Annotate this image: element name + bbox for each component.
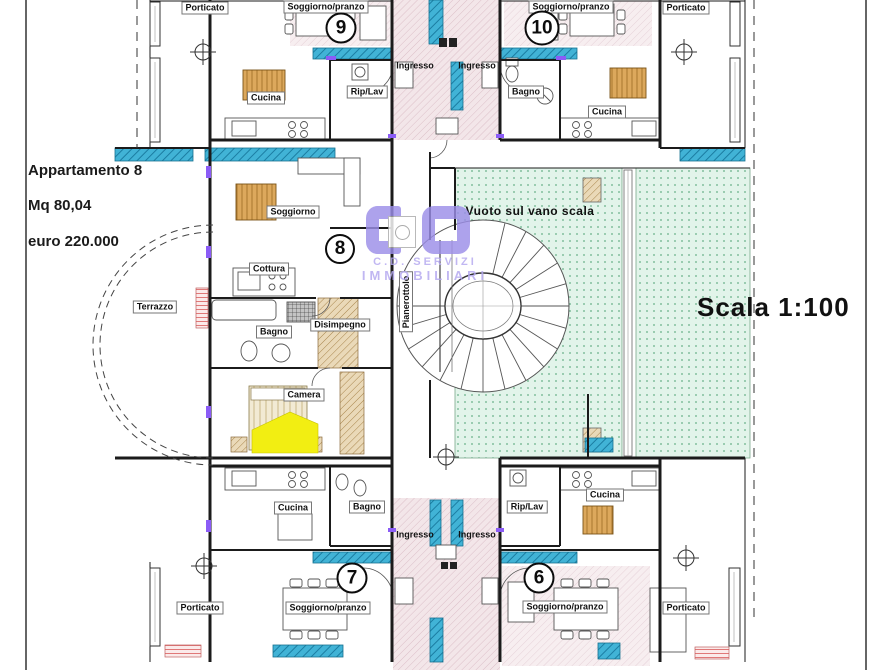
label-ingresso-tr: Ingresso xyxy=(458,60,496,71)
label-bagno-mid: Bagno xyxy=(256,325,292,339)
label-ingresso-br: Ingresso xyxy=(458,529,496,540)
label-bagno-bottom: Bagno xyxy=(349,500,385,514)
label-terrazzo: Terrazzo xyxy=(132,300,178,314)
frame-lines xyxy=(25,0,867,670)
label-soggiorno: Soggiorno xyxy=(266,205,320,219)
label-porticato-bl: Porticato xyxy=(176,601,224,615)
radiators xyxy=(164,287,730,660)
label-porticato-br: Porticato xyxy=(662,601,710,615)
logo-letter-d xyxy=(422,206,470,254)
label-soggiorno-pranzo-bl: Soggiorno/pranzo xyxy=(285,601,371,615)
window-ticks xyxy=(206,56,566,532)
listing-title: Appartamento 8 xyxy=(28,162,143,179)
porch-columns xyxy=(149,1,741,647)
label-cucina-br: Cucina xyxy=(585,488,625,502)
logo-appliance-icon xyxy=(388,216,416,248)
listing-area: Mq 80,04 xyxy=(28,197,92,214)
watermark-line1: C.D. SERVIZI xyxy=(373,256,477,268)
label-porticato-tl: Porticato xyxy=(181,1,229,15)
unit-number-9: 9 xyxy=(325,12,357,44)
label-soggiorno-pranzo-br: Soggiorno/pranzo xyxy=(522,600,608,614)
label-soggiorno-pranzo-tr: Soggiorno/pranzo xyxy=(528,0,614,14)
void-area xyxy=(454,167,751,459)
label-ingresso-tl: Ingresso xyxy=(396,60,434,71)
balcony-strips xyxy=(114,0,746,663)
survey-marks xyxy=(190,39,699,579)
label-cucina-bl: Cucina xyxy=(273,501,313,515)
terrace-arcs xyxy=(92,224,214,466)
label-rip-lav-top: Rip/Lav xyxy=(346,85,388,99)
label-soggiorno-pranzo-tl: Soggiorno/pranzo xyxy=(283,0,369,14)
agency-watermark: C.D. SERVIZI IMMOBILIARI xyxy=(330,198,520,284)
unit-number-8: 8 xyxy=(325,234,355,264)
label-bagno-top: Bagno xyxy=(508,85,544,99)
watermark-line2: IMMOBILIARI xyxy=(361,268,489,283)
unit-number-6: 6 xyxy=(523,562,555,594)
label-disimpegno: Disimpegno xyxy=(310,318,370,332)
unit-number-10: 10 xyxy=(524,10,560,46)
label-cottura: Cottura xyxy=(249,262,289,276)
label-cucina-tr: Cucina xyxy=(587,105,627,119)
label-cucina-tl: Cucina xyxy=(246,91,286,105)
highlighted-zone xyxy=(251,411,319,454)
logo-letter-c xyxy=(366,206,401,254)
service-boxes xyxy=(439,38,457,569)
label-porticato-tr: Porticato xyxy=(662,1,710,15)
staircase xyxy=(396,219,570,393)
label-rip-lav-bottom: Rip/Lav xyxy=(506,500,548,514)
label-camera: Camera xyxy=(283,388,325,402)
label-ingresso-bl: Ingresso xyxy=(396,529,434,540)
scale-label: Scala 1:100 xyxy=(697,292,850,322)
unit-number-7: 7 xyxy=(336,562,368,594)
label-vuoto-vano-scala: Vuoto sul vano scala xyxy=(465,204,595,218)
listing-price: euro 220.000 xyxy=(28,233,119,250)
